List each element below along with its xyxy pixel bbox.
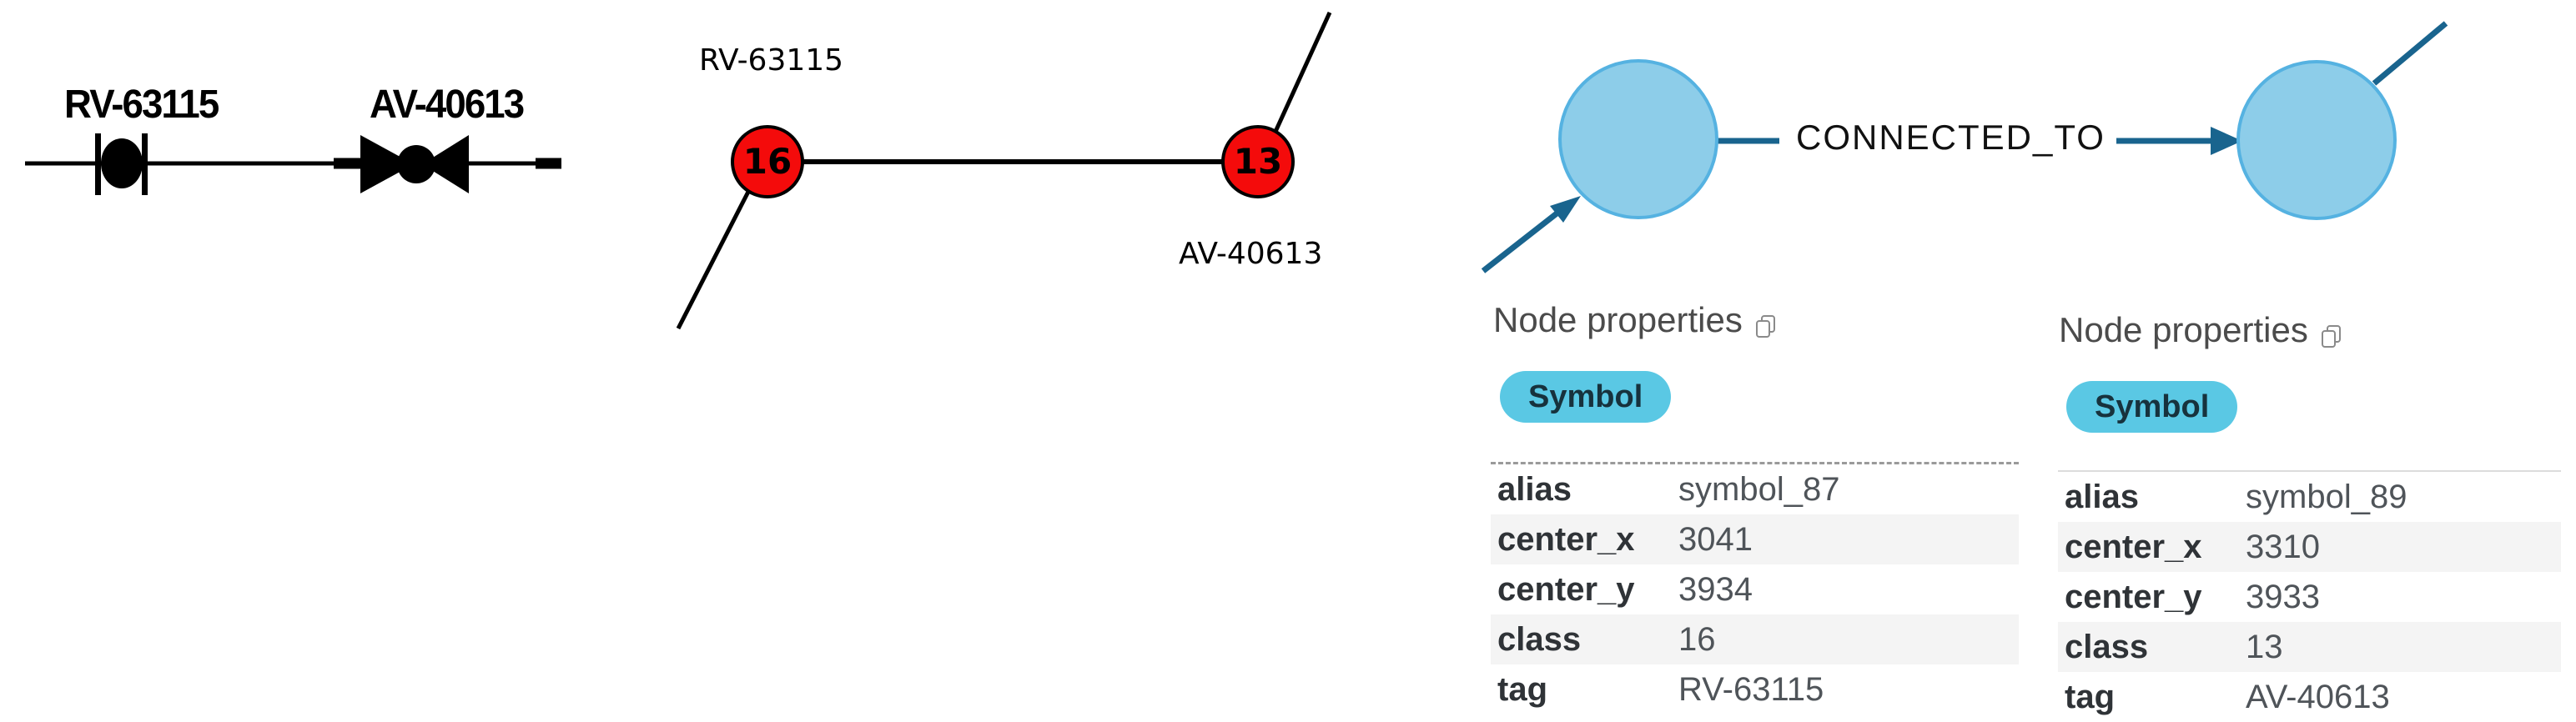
right-panel-title: Node properties (2059, 310, 2342, 357)
graph-edge-down-left (676, 188, 752, 330)
graph-node1-class-number: 16 (742, 141, 792, 182)
graph-node1-tag-label: RV-63115 (699, 43, 844, 78)
right-properties-table: alias symbol_89 center_x 3310 center_y 3… (2058, 470, 2561, 722)
outgoing-edge-line (2372, 21, 2448, 86)
property-key: tag (1497, 671, 1547, 708)
incoming-edge-arrowhead (1550, 196, 1581, 223)
property-value: symbol_87 (1678, 471, 1840, 508)
property-key: center_x (1497, 521, 1635, 558)
table-row: alias symbol_89 (2058, 472, 2561, 522)
property-value: 3041 (1678, 521, 1753, 558)
table-row: center_y 3933 (2058, 572, 2561, 622)
table-row: tag AV-40613 (2058, 672, 2561, 722)
property-key: alias (2065, 479, 2139, 515)
property-value: 16 (1678, 621, 1716, 658)
property-value: 3934 (1678, 571, 1753, 608)
control-valve-symbol (360, 135, 469, 193)
table-row: center_x 3041 (1491, 514, 2019, 564)
table-row: center_x 3310 (2058, 522, 2561, 572)
property-value: 3933 (2246, 579, 2320, 615)
property-key: tag (2065, 679, 2115, 715)
copy-icon[interactable] (2321, 317, 2342, 357)
property-value: 3310 (2246, 529, 2320, 565)
table-row: center_y 3934 (1491, 564, 2019, 614)
property-key: center_y (1497, 571, 1635, 608)
property-key: class (2065, 629, 2149, 665)
badge-label[interactable]: Symbol (2066, 381, 2238, 433)
pid-schematic (25, 133, 561, 195)
left-panel-title: Node properties (1493, 300, 1776, 347)
right-panel-title-text: Node properties (2059, 310, 2308, 349)
relationship-arrowhead (2211, 127, 2242, 155)
left-panel-node-label-badge[interactable]: Symbol (1500, 371, 1672, 423)
graph-node2-tag-label: AV-40613 (1179, 237, 1323, 271)
right-panel-node-label-badge[interactable]: Symbol (2066, 381, 2238, 433)
relationship-type-caption: CONNECTED_TO (1796, 118, 2106, 157)
left-properties-table: alias symbol_87 center_x 3041 center_y 3… (1491, 462, 2019, 714)
badge-label[interactable]: Symbol (1500, 371, 1672, 423)
property-key: center_x (2065, 529, 2202, 565)
relief-valve-symbol (95, 133, 148, 195)
symbol-graph (676, 11, 1332, 330)
pid-valve2-label: AV-40613 (370, 83, 525, 127)
property-value: AV-40613 (2246, 679, 2390, 715)
table-row: tag RV-63115 (1491, 664, 2019, 714)
copy-icon[interactable] (1755, 307, 1776, 347)
property-value: 13 (2246, 629, 2283, 665)
graph-node-16 (731, 125, 804, 198)
table-row: alias symbol_87 (1491, 464, 2019, 514)
property-key: class (1497, 621, 1582, 658)
table-row: class 13 (2058, 622, 2561, 672)
neo4j-node-symbol-87[interactable] (1558, 59, 1718, 219)
table-row: class 16 (1491, 614, 2019, 664)
property-value: RV-63115 (1678, 671, 1824, 708)
left-panel-title-text: Node properties (1493, 300, 1743, 339)
pid-valve1-label: RV-63115 (64, 83, 219, 127)
property-key: center_y (2065, 579, 2202, 615)
property-value: symbol_89 (2246, 479, 2407, 515)
property-key: alias (1497, 471, 1572, 508)
graph-node2-class-number: 13 (1233, 141, 1283, 182)
neo4j-node-symbol-89[interactable] (2236, 60, 2397, 220)
graph-node-13 (1221, 125, 1295, 198)
neo4j-graph (1481, 21, 2448, 273)
incoming-edge-line (1481, 208, 1562, 273)
graph-edge-up-right (1272, 11, 1332, 135)
